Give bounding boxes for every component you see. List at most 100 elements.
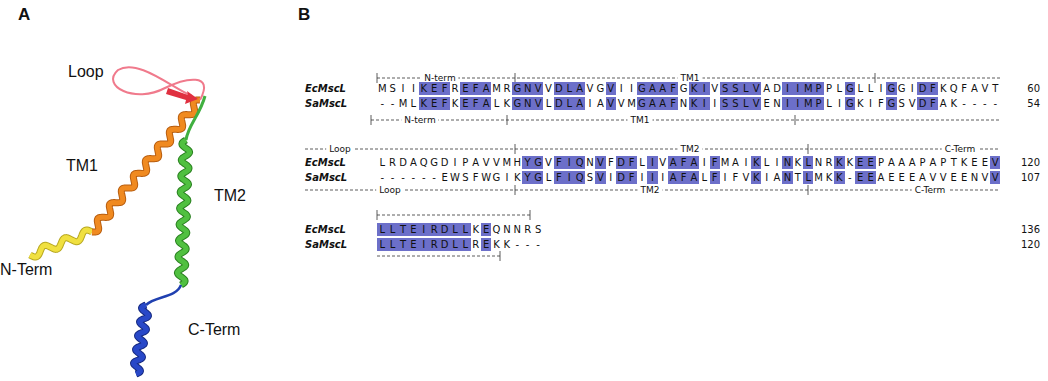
residue: I (606, 171, 616, 184)
sequence: LLTEIRDLLREKK--- (377, 238, 543, 251)
residue: L (564, 97, 574, 110)
residue: V (658, 156, 668, 169)
residue: R (429, 238, 439, 251)
residue: K (938, 82, 948, 95)
residue: A (668, 171, 678, 184)
residue: A (481, 82, 491, 95)
residue: V (710, 82, 720, 95)
protein-ribbon (30, 67, 205, 374)
residue: A (574, 97, 584, 110)
residue: D (616, 171, 626, 184)
residue: V (595, 171, 605, 184)
residue: K (793, 156, 803, 169)
residue: - (387, 97, 397, 110)
structure-label: TM2 (214, 188, 246, 204)
residue: F (730, 171, 740, 184)
residue: K (502, 97, 512, 110)
residue: I (907, 82, 917, 95)
residue: P (824, 82, 834, 95)
residue: G (845, 97, 855, 110)
residue: K (824, 171, 834, 184)
residue: I (741, 156, 751, 169)
residue: I (616, 82, 626, 95)
residue: I (782, 82, 792, 95)
residue: A (689, 156, 699, 169)
residue: M (502, 156, 512, 169)
residue: L (387, 223, 397, 236)
residue: - (387, 171, 397, 184)
residue: S (730, 97, 740, 110)
residue: E (429, 82, 439, 95)
residue: N (502, 223, 512, 236)
residue-count: 60 (1006, 84, 1040, 94)
residue: F (626, 171, 636, 184)
residue: V (585, 82, 595, 95)
residue: F (471, 82, 481, 95)
residue: L (855, 82, 865, 95)
residue: G (845, 82, 855, 95)
residue: E (959, 171, 969, 184)
residue: - (419, 171, 429, 184)
residue: M (626, 97, 636, 110)
residue: F (554, 156, 564, 169)
residue: R (522, 223, 532, 236)
residue: L (865, 82, 875, 95)
residue: T (948, 156, 958, 169)
residue: A (938, 97, 948, 110)
residue: F (606, 156, 616, 169)
residue: K (855, 97, 865, 110)
residue-count: 120 (1006, 240, 1040, 250)
species-name: SaMscL (305, 173, 347, 183)
residue: S (533, 223, 543, 236)
residue: L (377, 238, 387, 251)
sequence: LRDAQGDIPAVVMHYGVFIQNVFDFLIVAFAIFMAIKLIN… (377, 156, 1000, 169)
residue: I (564, 156, 574, 169)
domain-label: C-Term (942, 145, 979, 154)
residue: M (720, 156, 730, 169)
residue: I (699, 156, 709, 169)
residue: N (522, 82, 532, 95)
residue: - (990, 97, 1000, 110)
residue: L (450, 223, 460, 236)
residue: A (689, 171, 699, 184)
residue: H (512, 156, 522, 169)
residue: R (824, 156, 834, 169)
residue: V (990, 156, 1000, 169)
residue: K (751, 171, 761, 184)
residue: F (626, 156, 636, 169)
residue: E (408, 238, 418, 251)
residue: K (834, 171, 844, 184)
residue: Q (948, 82, 958, 95)
residue: L (803, 156, 813, 169)
residue: V (606, 97, 616, 110)
residue: F (554, 171, 564, 184)
residue: R (502, 82, 512, 95)
residue: E (761, 97, 771, 110)
residue: T (990, 82, 1000, 95)
residue: F (668, 97, 678, 110)
residue: I (626, 82, 636, 95)
residue: A (481, 97, 491, 110)
residue: A (772, 171, 782, 184)
residue: V (491, 156, 501, 169)
residue: E (460, 97, 470, 110)
residue: Y (522, 156, 532, 169)
domain-label: C-Term (912, 186, 949, 195)
helix-shadow (177, 140, 189, 285)
residue: I (450, 156, 460, 169)
species-name: EcMscL (305, 84, 346, 94)
residue: M (813, 171, 823, 184)
residue: L (699, 171, 709, 184)
residue: - (969, 97, 979, 110)
residue: - (429, 171, 439, 184)
residue: D (439, 156, 449, 169)
residue: I (699, 82, 709, 95)
residue: D (398, 156, 408, 169)
panel-letter: B (298, 6, 310, 23)
residue: I (772, 156, 782, 169)
residue-count: 120 (1006, 158, 1040, 168)
residue: D (554, 82, 564, 95)
residue: V (907, 97, 917, 110)
residue: I (408, 82, 418, 95)
